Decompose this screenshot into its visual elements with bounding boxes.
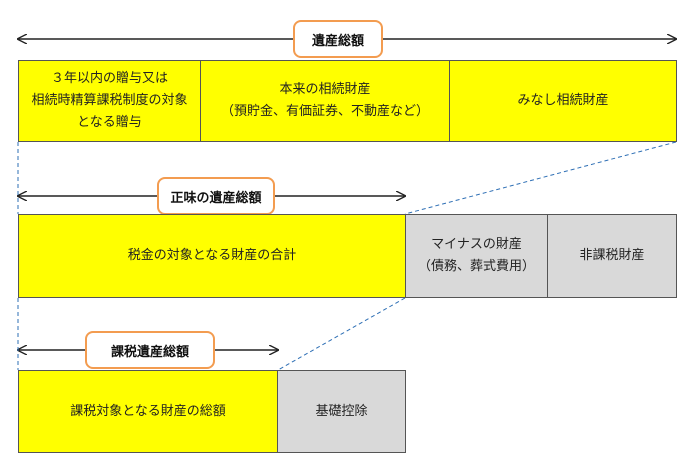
deemed-inherited-property-cell: みなし相続財産 <box>449 60 677 142</box>
taxable-estate-label: 課税遺産総額 <box>85 331 215 369</box>
taxable-total-cell: 課税対象となる財産の総額 <box>18 370 278 453</box>
tax-exempt-property-cell: 非課税財産 <box>547 214 677 298</box>
original-inherited-property-cell: 本来の相続財産 （預貯金、有価証券、不動産など） <box>200 60 450 142</box>
net-estate-label: 正味の遺産総額 <box>157 177 275 215</box>
basic-deduction-cell: 基礎控除 <box>277 370 406 453</box>
negative-property-cell: マイナスの財産 （債務、葬式費用） <box>405 214 548 298</box>
estate-total-label: 遺産総額 <box>293 20 383 58</box>
gift-within-3-years-cell: ３年以内の贈与又は 相続時精算課税制度の対象 となる贈与 <box>18 60 201 142</box>
connector-right-2 <box>277 297 406 371</box>
connector-right-1 <box>404 141 677 215</box>
taxable-property-total-cell: 税金の対象となる財産の合計 <box>18 214 406 298</box>
